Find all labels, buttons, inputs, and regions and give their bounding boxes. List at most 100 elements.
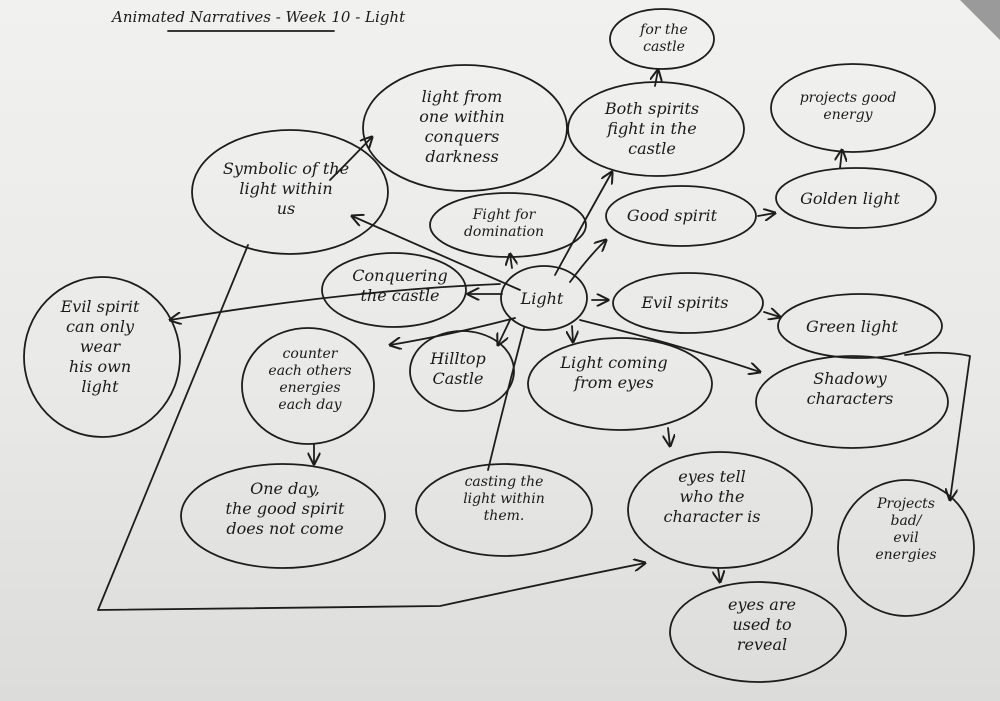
node-label-line: light bbox=[81, 377, 119, 396]
node-label-line: eyes tell bbox=[678, 467, 745, 486]
node-label-line: each others bbox=[268, 363, 351, 379]
node-label-line: Conquering bbox=[352, 266, 448, 285]
edge-evil-green bbox=[763, 312, 780, 317]
edge-golden-projects bbox=[840, 150, 842, 169]
node-label-line: one within bbox=[419, 107, 504, 126]
node-label-line: energies bbox=[279, 380, 340, 396]
node-label-line: eyes are bbox=[728, 595, 796, 614]
edge-light-counter bbox=[390, 317, 516, 345]
edge-light-symbolic bbox=[352, 216, 521, 291]
node-label-line: fight in the bbox=[606, 119, 696, 138]
node-label-line: does not come bbox=[226, 519, 343, 538]
node-label-line: used to bbox=[732, 615, 791, 634]
node-label-line: wear bbox=[80, 337, 122, 356]
node-label-line: energies bbox=[875, 547, 936, 563]
node-evil-spirits: Evil spirits bbox=[612, 272, 764, 334]
node-label-line: Symbolic of the bbox=[223, 159, 349, 178]
node-light: Light bbox=[500, 265, 588, 331]
edge-eyes-tell bbox=[668, 427, 670, 446]
node-label-line: light within bbox=[239, 179, 332, 198]
node-label-line: casting the bbox=[465, 474, 544, 490]
edge-light-eyes bbox=[572, 325, 573, 342]
node-green-light: Green light bbox=[777, 293, 943, 359]
page-title: Animated Narratives - Week 10 - Light bbox=[110, 8, 406, 26]
node-label-line: Evil spirit bbox=[60, 297, 140, 316]
node-label-line: each day bbox=[278, 397, 342, 413]
node-label-line: domination bbox=[464, 224, 544, 240]
node-label-line: Light bbox=[520, 289, 564, 308]
node-label-line: energy bbox=[823, 107, 873, 123]
node-label-line: Good spirit bbox=[627, 206, 718, 225]
node-label-line: reveal bbox=[737, 635, 787, 654]
node-label-line: evil bbox=[893, 530, 918, 546]
node-label-line: bad/ bbox=[891, 513, 923, 529]
node-label-line: Hilltop bbox=[429, 349, 486, 368]
node-label-line: light from bbox=[422, 87, 503, 106]
node-label-line: for the bbox=[639, 22, 688, 38]
edge-light-shadowy bbox=[579, 319, 760, 372]
node-label-line: castle bbox=[628, 139, 676, 158]
node-label-line: darkness bbox=[425, 147, 498, 166]
node-label: Light bbox=[520, 289, 564, 308]
node-label-line: them. bbox=[484, 508, 525, 524]
edge-symbolic-lightwithin bbox=[329, 137, 372, 181]
node-label-line: Evil spirits bbox=[640, 293, 728, 312]
node-label: Golden light bbox=[800, 189, 900, 208]
node-label-line: who the bbox=[680, 487, 745, 506]
connectors bbox=[97, 70, 971, 611]
node-label-line: can only bbox=[66, 317, 135, 336]
node-label-line: counter bbox=[283, 346, 339, 362]
edge-green-bad bbox=[904, 351, 971, 500]
node-good-spirit: Good spirit bbox=[605, 185, 757, 247]
edge-light-casting bbox=[487, 327, 525, 471]
node-golden-light: Golden light bbox=[775, 167, 937, 229]
node-label-line: Projects bbox=[876, 496, 935, 512]
node-label-line: the castle bbox=[360, 286, 439, 305]
edge-light-evilwear bbox=[170, 283, 501, 320]
edge-symbolic-eyestell bbox=[97, 244, 645, 611]
node-label: Green light bbox=[806, 317, 899, 336]
edge-light-hilltop bbox=[498, 319, 511, 345]
node-label-line: Light coming bbox=[559, 353, 667, 372]
node-label-line: character is bbox=[664, 507, 761, 526]
page-corner bbox=[960, 0, 1000, 40]
edge-tell-reveal bbox=[718, 567, 720, 582]
node-label-line: conquers bbox=[425, 127, 500, 146]
node-label-line: his own bbox=[69, 357, 131, 376]
node-label-line: light within bbox=[463, 491, 545, 507]
node-label-line: from eyes bbox=[573, 373, 654, 392]
node-label-line: the good spirit bbox=[226, 499, 345, 518]
node-label-line: Both spirits bbox=[604, 99, 699, 118]
node-label-line: characters bbox=[807, 389, 894, 408]
edge-both-castle bbox=[655, 70, 658, 87]
node-label-line: Shadowy bbox=[813, 369, 887, 388]
